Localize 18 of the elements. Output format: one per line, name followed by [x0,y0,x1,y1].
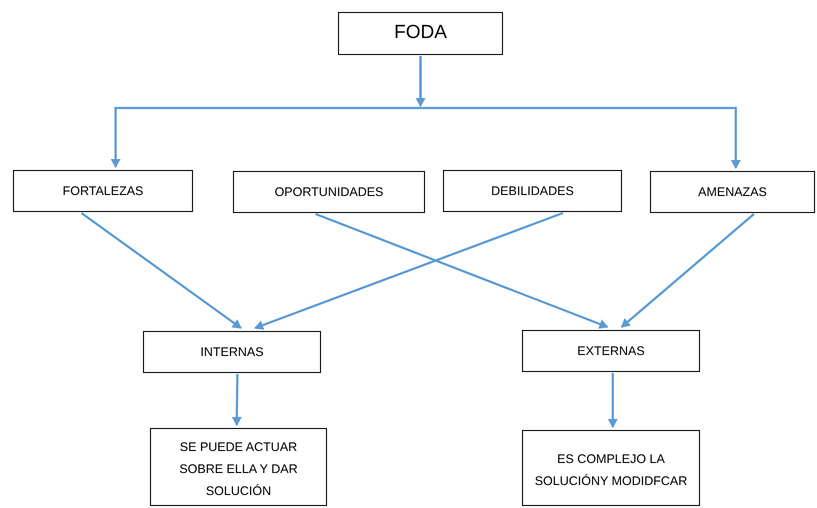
arrow [110,106,420,168]
process-box: FODA [338,12,503,55]
process-box: SE PUEDE ACTUAR SOBRE ELLA Y DAR SOLUCIÓN [150,428,327,506]
process-box: AMENAZAS [650,171,815,213]
process-box: INTERNAS [143,331,321,373]
arrow [232,374,242,426]
arrow [315,212,608,329]
arrow [416,56,426,107]
process-box: ES COMPLEJO LA SOLUCIÓNY MODIDFCAR [522,430,700,506]
process-box: DEBILIDADES [443,170,622,212]
arrow [80,212,242,329]
process-box: OPORTUNIDADES [233,171,425,213]
arrow [620,213,755,328]
arrow [608,373,618,428]
process-box: FORTALEZAS [13,170,193,212]
arrow [254,212,564,330]
process-box: EXTERNAS [522,330,700,372]
arrow [420,106,741,169]
